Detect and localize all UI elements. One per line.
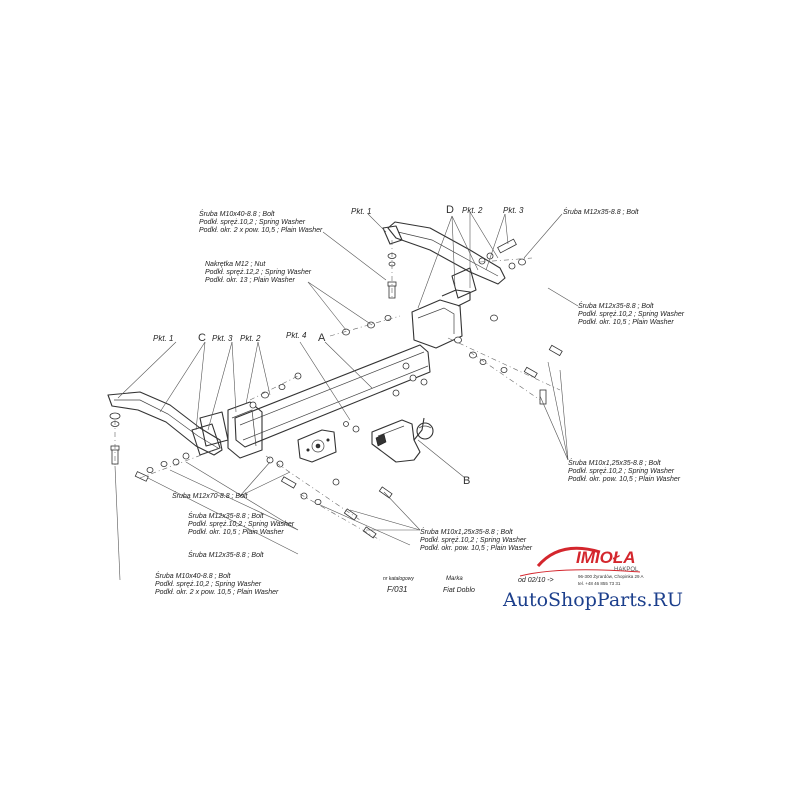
hardware (109, 225, 563, 539)
catalog-number: F/031 (387, 585, 407, 594)
callout-nut-1: Nakrętka M12 ; Nut (205, 261, 266, 268)
callout-nut-3: Podkł. okr. 13 ; Plain Washer (205, 277, 296, 284)
callout-right-m10-2: Podkł. spręż.10,2 ; Spring Washer (568, 468, 675, 475)
callout-right-m10-1: Śruba M10x1,25x35-8.8 ; Bolt (568, 458, 662, 467)
logo-name: IMIOŁA (576, 548, 636, 567)
watermark-text: AutoShopParts.RU (502, 589, 683, 611)
logo-address-1: 96-300 Żyrardów, Chopinka 29 A (578, 573, 644, 579)
assembly-axes (114, 240, 561, 541)
label-pkt2-left: Pkt. 2 (240, 334, 261, 343)
callout-right-m12-3: Podkł. okr. 10,5 ; Plain Washer (578, 319, 674, 326)
label-pkt1-left: Pkt. 1 (153, 334, 173, 343)
catalog-label: nr katalogowy (383, 576, 414, 582)
callout-right-m12-1: Śruba M12x35-8.8 ; Bolt (578, 301, 655, 310)
date-label: od 02/10 -> (518, 577, 554, 584)
callout-right-m12-2: Podkł. spręż.10,2 ; Spring Washer (578, 311, 685, 318)
callout-top-left-bolt-2: Podkł. spręż.10,2 ; Spring Washer (199, 219, 306, 226)
socket-plate (297, 429, 337, 463)
callout-bottom-mid-3: Podkł. okr. pow. 10,5 ; Plain Washer (420, 545, 533, 552)
right-side-member-d (387, 221, 506, 299)
label-pkt3-left: Pkt. 3 (212, 334, 233, 343)
part-labels: Pkt. 1 Pkt. 2 Pkt. 3 D Pkt. 1 C Pkt. 3 P… (153, 204, 524, 487)
callout-top-left-bolt-3: Podkł. okr. 2 x pow. 10,5 ; Plain Washer (199, 227, 323, 234)
watermark: AutoShopParts.RU (502, 589, 683, 611)
callout-right-m10-3: Podkł. okr. pow. 10,5 ; Plain Washer (568, 476, 681, 483)
callout-bottom-mid-2: Podkł. spręż.10,2 ; Spring Washer (420, 537, 527, 544)
logo-address-2: tel. +48 46 855 73 31 (578, 581, 621, 586)
hakpol-logo: IMIOŁA HAKPOL 96-300 Żyrardów, Chopinka … (519, 546, 644, 586)
label-pkt4: Pkt. 4 (286, 331, 307, 340)
tow-ball-b (371, 417, 434, 463)
callout-mid-left-1: Śruba M12x35-8.8 ; Bolt (188, 511, 265, 520)
callout-nut-2: Podkł. spręż.12,2 ; Spring Washer (205, 269, 312, 276)
label-b: B (463, 475, 470, 487)
logo-sub: HAKPOL (614, 567, 639, 573)
logo-swoosh-icon (536, 546, 601, 567)
brand-label: Marka (446, 576, 463, 582)
label-pkt2-top: Pkt. 2 (462, 206, 483, 215)
leader-lines (114, 211, 579, 581)
label-pkt1-top: Pkt. 1 (351, 207, 371, 216)
callout-bottom-left-1: Śruba M10x40-8.8 ; Bolt (155, 571, 232, 580)
callout-mid-left-2: Podkł. spręż.10,2 ; Spring Washer (188, 521, 295, 528)
callout-m12x70-1: Śruba M12x70-8.8 ; Bolt (172, 491, 249, 500)
hardware-callouts: Śruba M10x40-8.8 ; Bolt Podkł. spręż.10,… (155, 207, 685, 596)
info-block: nr katalogowy F/031 Marka Fiat Doblo od … (383, 576, 554, 594)
callout-top-left-bolt-1: Śruba M10x40-8.8 ; Bolt (199, 209, 276, 218)
callout-top-right-bolt-1: Śruba M12x35-8.8 ; Bolt (563, 207, 640, 216)
label-a: A (318, 332, 326, 344)
callout-mid-left-3: Podkł. okr. 10,5 ; Plain Washer (188, 529, 284, 536)
callout-bottom-left-2: Podkł. spręż.10,2 ; Spring Washer (155, 581, 262, 588)
callout-low-left-1: Śruba M12x35-8.8 ; Bolt (188, 550, 265, 559)
label-pkt3-top: Pkt. 3 (503, 206, 524, 215)
callout-bottom-mid-1: Śruba M10x1,25x35-8.8 ; Bolt (420, 527, 514, 536)
label-c: C (198, 332, 206, 344)
brand-value: Fiat Doblo (443, 587, 475, 594)
label-d: D (446, 204, 454, 216)
main-beam (227, 289, 471, 459)
callout-bottom-left-3: Podkł. okr. 2 x pow. 10,5 ; Plain Washer (155, 589, 279, 596)
